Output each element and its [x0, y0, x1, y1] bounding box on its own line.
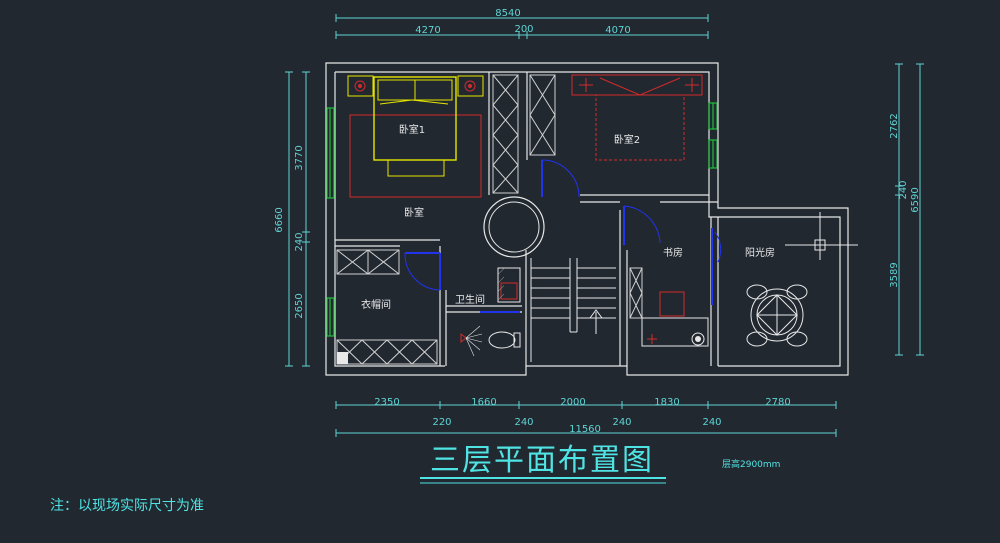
drawing-title: 三层平面布置图 — [430, 443, 654, 478]
dim-right-total: 6590 — [910, 187, 921, 212]
dim-left-a: 3770 — [294, 145, 305, 170]
room-label-sunroom: 阳光房 — [745, 246, 775, 259]
study-furniture — [641, 291, 709, 347]
dim-bot1-c: 2000 — [560, 397, 585, 408]
bottom-dimensions — [335, 401, 837, 437]
right-dimensions — [895, 63, 924, 356]
walls — [325, 62, 849, 376]
top-dimensions — [335, 14, 709, 39]
dim-right-c: 3589 — [889, 262, 900, 287]
dim-bot2-a: 220 — [432, 417, 451, 428]
floor-height-label: 层高2900mm — [722, 458, 780, 470]
dim-bot-total: 11560 — [569, 424, 601, 435]
dim-bot1-e: 2780 — [765, 397, 790, 408]
left-dimensions — [285, 71, 310, 367]
room-label-bathroom: 卫生间 — [455, 293, 485, 306]
dim-bot2-b: 240 — [514, 417, 533, 428]
room-label-bedroom2: 卧室2 — [614, 133, 640, 146]
dim-left-b: 240 — [294, 232, 305, 251]
dim-bot1-a: 2350 — [374, 397, 399, 408]
room-label-study: 书房 — [663, 246, 683, 259]
dim-top-mid: 200 — [514, 24, 533, 35]
dim-bot2-d: 240 — [702, 417, 721, 428]
doors — [404, 159, 722, 313]
dim-left-c: 2650 — [294, 293, 305, 318]
room-label-closet: 衣帽间 — [361, 298, 391, 311]
bedroom2-furniture — [571, 74, 703, 161]
dim-top-total: 8540 — [495, 8, 520, 19]
dim-bot1-d: 1830 — [654, 397, 679, 408]
staircase — [530, 258, 616, 362]
dim-right-b: 240 — [898, 180, 909, 199]
room-label-bedroom: 卧室 — [404, 206, 424, 219]
dim-bot2-c: 240 — [612, 417, 631, 428]
bathroom-fixtures — [460, 267, 521, 357]
bedroom1-furniture — [347, 75, 484, 198]
dim-left-total: 6660 — [274, 207, 285, 232]
round-feature — [483, 196, 545, 258]
room-label-bedroom1: 卧室1 — [399, 123, 425, 136]
dim-right-a: 2762 — [889, 113, 900, 138]
footnote: 注：以现场实际尺寸为准 — [50, 498, 204, 514]
sunroom-furniture — [746, 212, 858, 347]
dim-bot1-b: 1660 — [471, 397, 496, 408]
windows — [326, 102, 718, 337]
dim-top-right: 4070 — [605, 25, 630, 36]
closet-corner-block — [337, 352, 348, 364]
dim-top-left: 4270 — [415, 25, 440, 36]
